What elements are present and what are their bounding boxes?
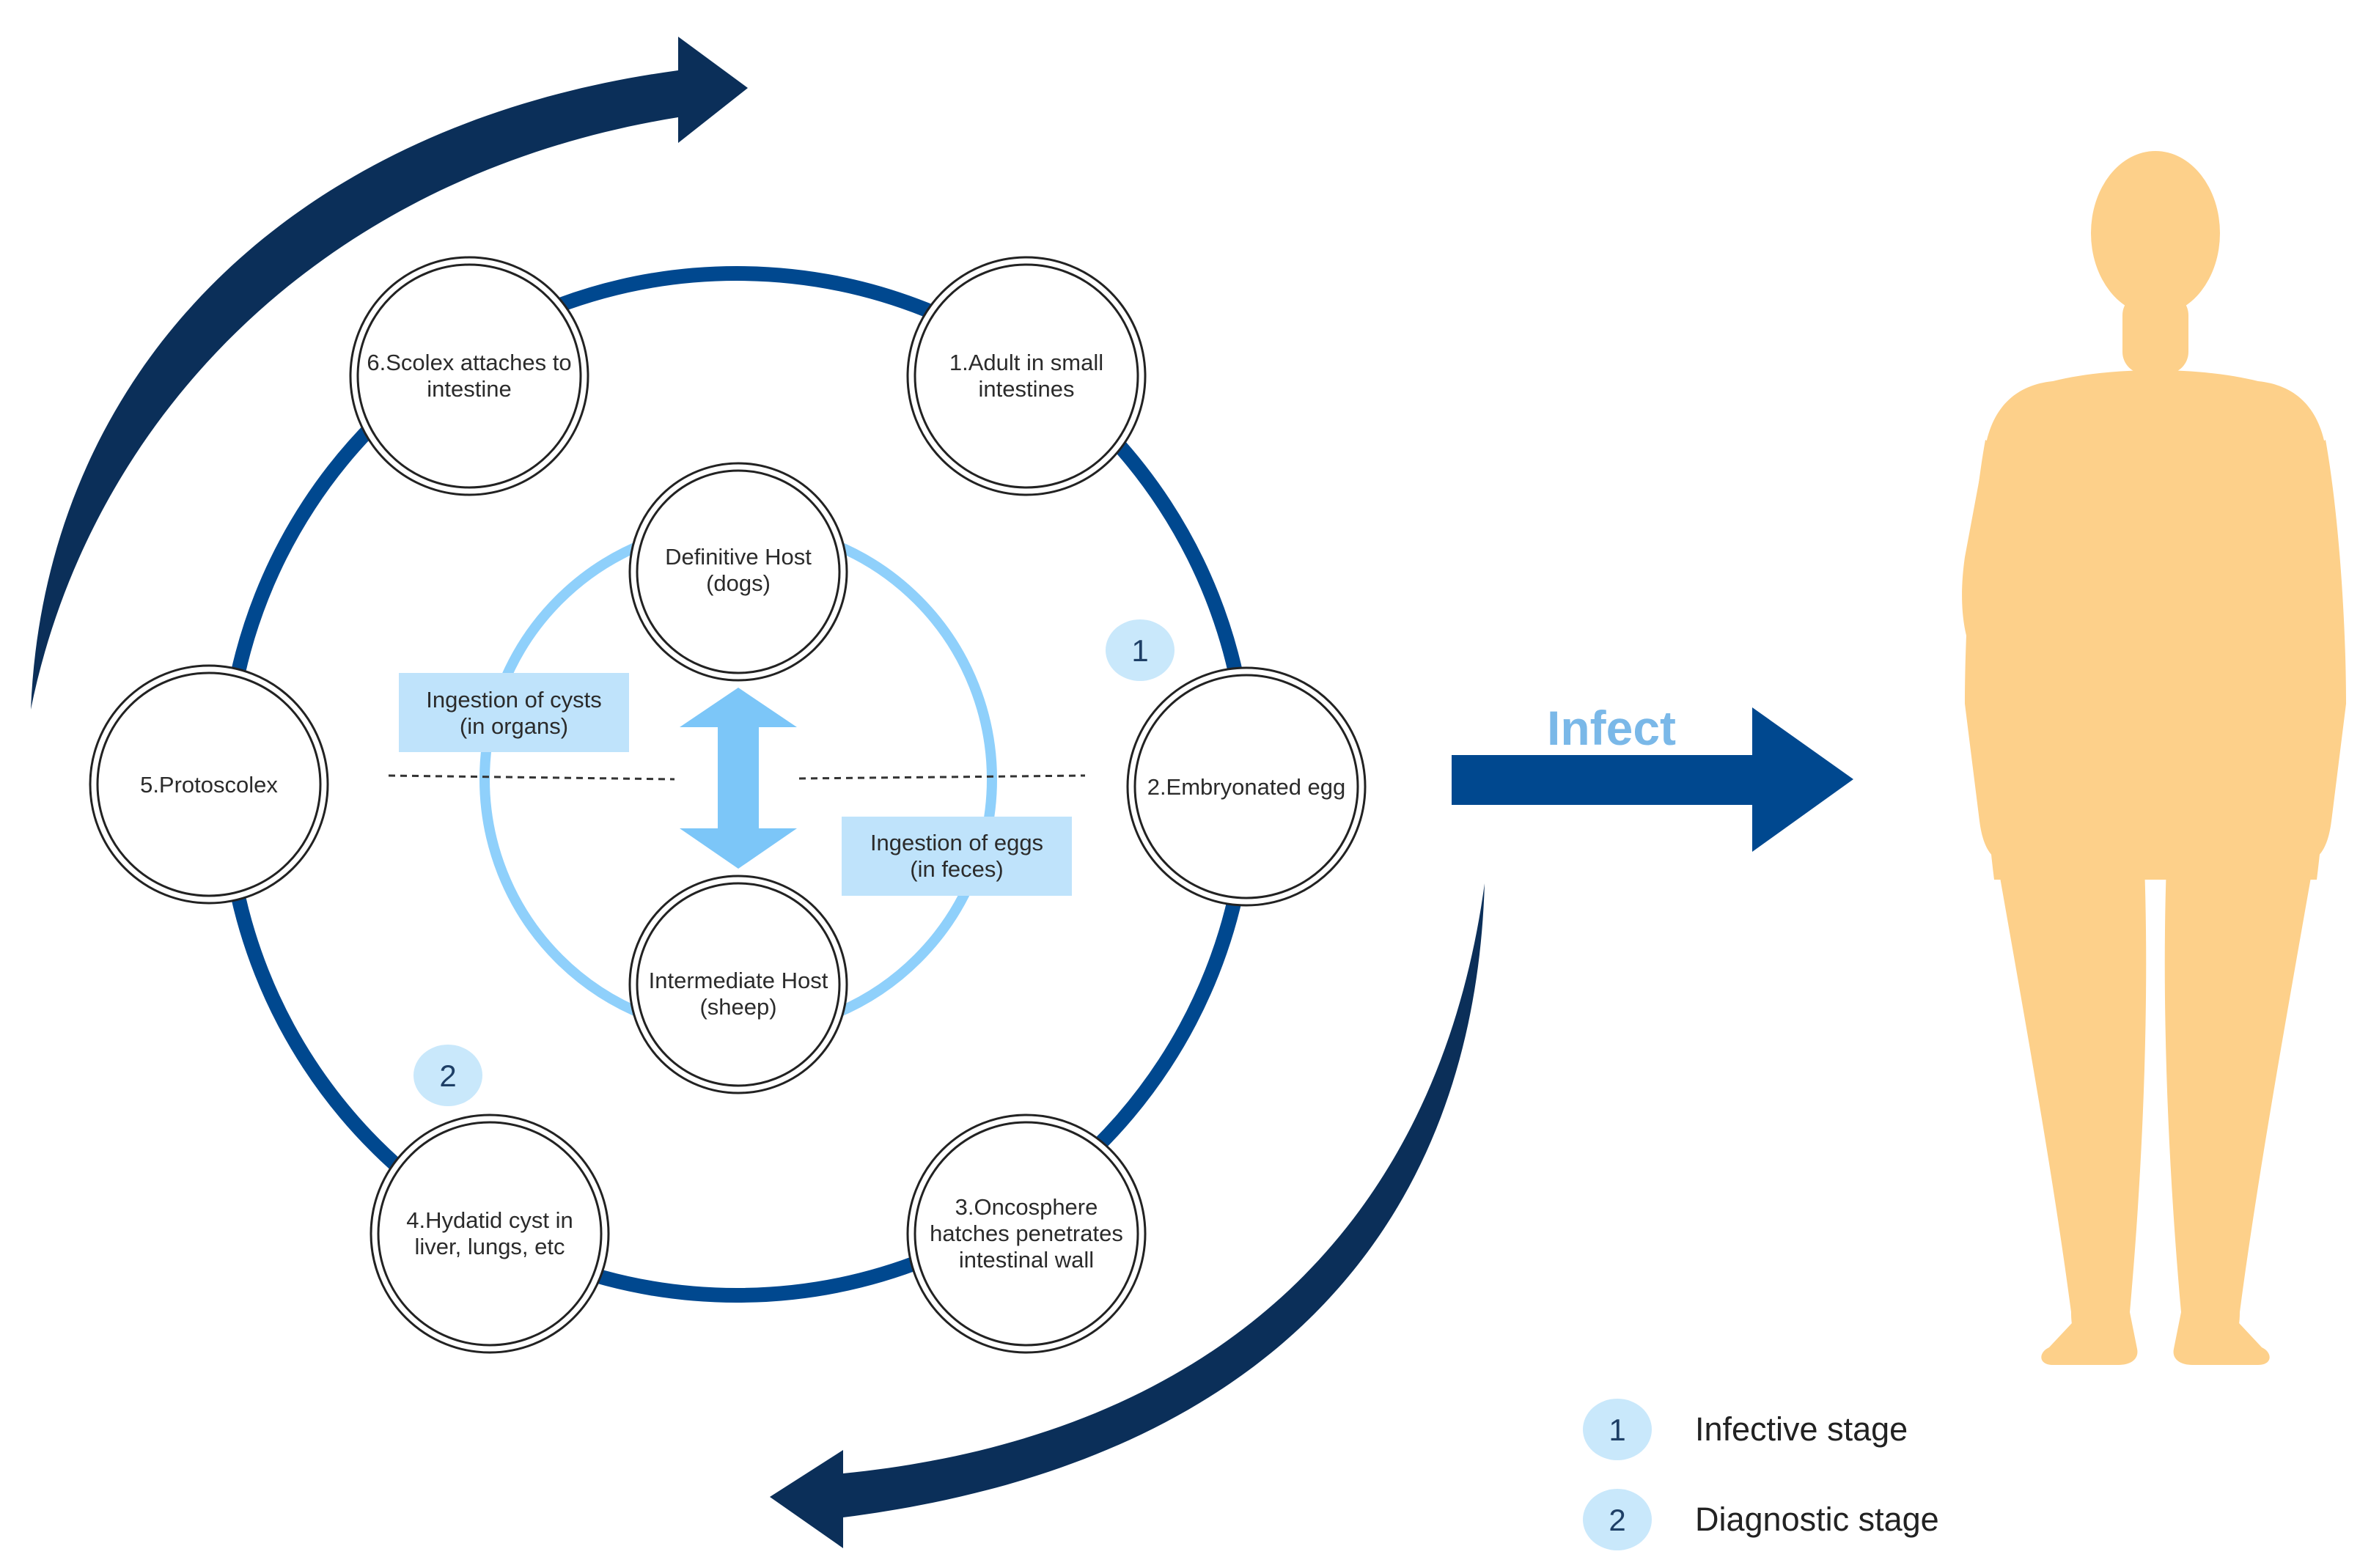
- curved-arrow-bottom: [770, 883, 1485, 1548]
- stage-6-line1: 6.Scolex attaches to: [367, 350, 571, 375]
- ingestion-cysts-line2: (in organs): [460, 713, 568, 739]
- legend-number-2: 2: [1609, 1503, 1625, 1537]
- ingestion-eggs-box: [842, 817, 1072, 896]
- stage-1-line2: intestines: [979, 376, 1075, 402]
- intermediate-host-node: Intermediate Host (sheep): [628, 875, 848, 1094]
- ingestion-cysts-line1: Ingestion of cysts: [426, 687, 602, 713]
- definitive-host-line1: Definitive Host: [665, 544, 812, 570]
- infect-label: Infect: [1547, 701, 1676, 755]
- stage-2-node: 2.Embryonated egg: [1126, 666, 1367, 907]
- dashed-divider-right: [798, 774, 1086, 780]
- stage-4-line2: liver, lungs, etc: [414, 1234, 565, 1259]
- ingestion-cysts-box: [399, 673, 629, 752]
- svg-text:1: 1: [1131, 633, 1148, 668]
- stage-2-line1: 2.Embryonated egg: [1147, 774, 1346, 800]
- legend-item-diagnostic: 2 Diagnostic stage: [1583, 1489, 1939, 1550]
- stage-3-line2: hatches penetrates: [930, 1221, 1123, 1246]
- stage-1-node: 1.Adult in small intestines: [906, 256, 1147, 496]
- intermediate-host-line2: (sheep): [699, 994, 776, 1020]
- dashed-divider-left: [388, 774, 675, 781]
- stage-4-line1: 4.Hydatid cyst in: [406, 1207, 573, 1233]
- stage-1-line1: 1.Adult in small: [949, 350, 1103, 375]
- ingestion-eggs-line1: Ingestion of eggs: [870, 830, 1043, 855]
- diagnostic-stage-badge: 2: [413, 1045, 482, 1106]
- legend-number-1: 1: [1609, 1413, 1625, 1447]
- legend-item-infective: 1 Infective stage: [1583, 1399, 1908, 1460]
- stage-5-node: 5.Protoscolex: [89, 664, 329, 905]
- definitive-host-line2: (dogs): [706, 570, 771, 596]
- human-silhouette-icon: [1962, 151, 2346, 1365]
- stage-6-node: 6.Scolex attaches to intestine: [349, 256, 589, 496]
- svg-text:2: 2: [439, 1059, 456, 1093]
- ingestion-eggs-line2: (in feces): [910, 856, 1003, 882]
- stage-6-line2: intestine: [427, 376, 511, 402]
- infective-stage-badge: 1: [1106, 619, 1175, 681]
- definitive-host-node: Definitive Host (dogs): [628, 462, 848, 682]
- stage-5-line1: 5.Protoscolex: [140, 772, 278, 798]
- double-headed-vertical-arrow-icon: [680, 688, 797, 869]
- right-arrow-icon: [1452, 707, 1853, 852]
- curved-arrow-top: [31, 37, 748, 710]
- stage-3-line1: 3.Oncosphere: [955, 1194, 1098, 1220]
- stage-3-node: 3.Oncosphere hatches penetrates intestin…: [906, 1114, 1147, 1354]
- stage-4-node: 4.Hydatid cyst in liver, lungs, etc: [370, 1114, 610, 1354]
- legend: 1 Infective stage 2 Diagnostic stage: [1583, 1399, 1939, 1550]
- legend-label-infective: Infective stage: [1695, 1410, 1908, 1448]
- intermediate-host-line1: Intermediate Host: [649, 968, 828, 993]
- stage-3-line3: intestinal wall: [959, 1247, 1094, 1273]
- legend-label-diagnostic: Diagnostic stage: [1695, 1501, 1939, 1538]
